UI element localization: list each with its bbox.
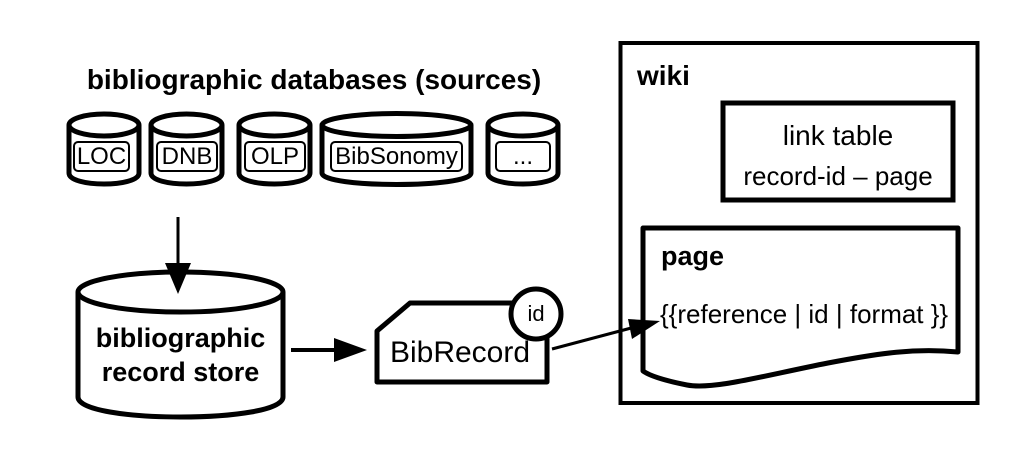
id-badge-circle (508, 286, 564, 342)
link-table-box (720, 100, 956, 203)
bibrecord-to-page-arrow (551, 319, 660, 351)
sources-to-store-arrow (165, 217, 191, 294)
id-badge-label: id (527, 301, 545, 326)
link-table-mapping: record-id – page (743, 161, 933, 191)
bibrecord-shape (374, 300, 550, 385)
page-title: page (661, 241, 725, 271)
page-shape (640, 225, 961, 389)
store-to-bibrecord-arrow (291, 338, 367, 362)
bibrecord-label: BibRecord (389, 336, 531, 369)
page-reference-template: {{reference | id | format }} (660, 299, 949, 329)
source-label-dnb: DNB (156, 141, 218, 172)
source-label-olp: OLP (244, 141, 306, 172)
sources-title: bibliographic databases (sources) (86, 64, 542, 95)
link-table-title: link table (782, 120, 894, 151)
source-label-bibsonomy: BibSonomy (330, 141, 463, 172)
record-store-label: bibliographic record store (95, 323, 266, 387)
source-label-more: ... (495, 141, 551, 172)
source-label-loc: LOC (73, 141, 130, 172)
wiki-title: wiki (637, 60, 690, 91)
